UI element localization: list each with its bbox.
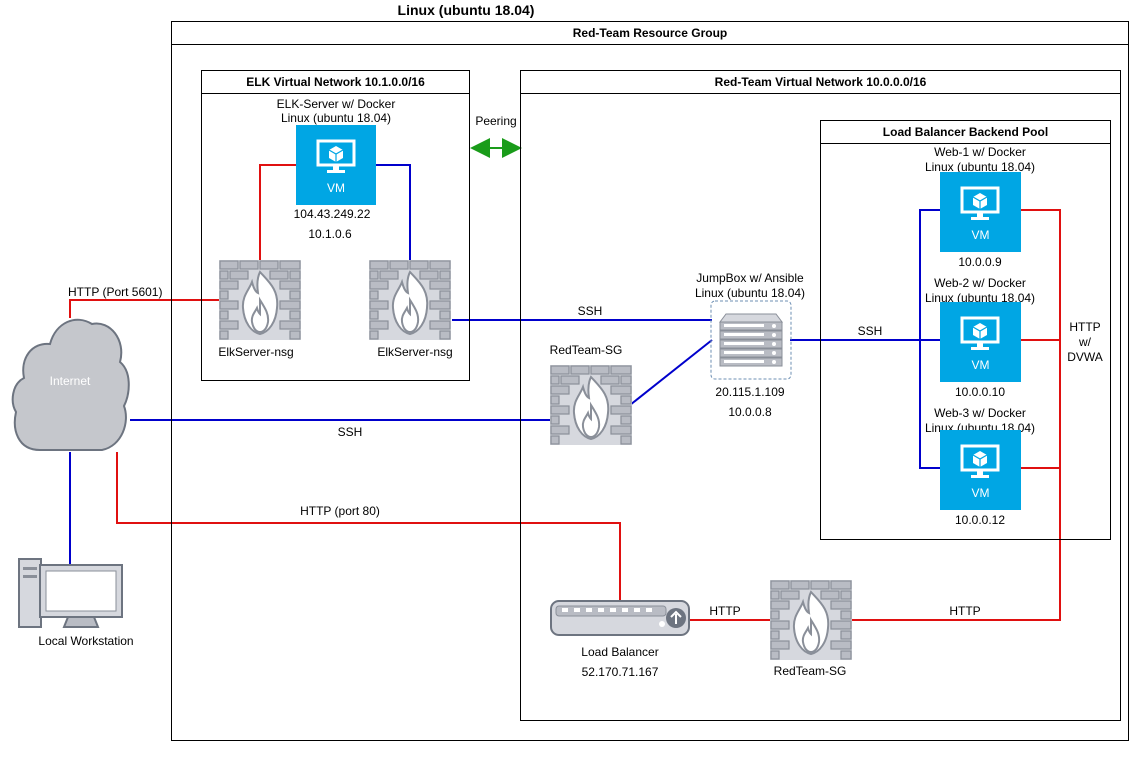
sg-jumpbox-line [629,339,713,406]
monitor-icon [316,139,356,173]
jumpbox-private-ip: 10.0.0.8 [728,405,772,419]
jumpbox-public-ip: 20.115.1.109 [715,385,785,399]
elk-server-os: Linux (ubuntu 18.04) [280,111,392,125]
elk-network-title: ELK Virtual Network 10.1.0.0/16 [202,71,469,94]
elk-vm-blue-line [376,164,411,262]
internet-cloud-icon[interactable] [10,312,130,452]
web2-name: Web-2 w/ Docker [934,276,1026,290]
redteam-network-title: Red-Team Virtual Network 10.0.0.0/16 [521,71,1120,94]
ssh-internet-label: SSH [337,425,363,439]
peering-label: Peering [475,114,517,128]
diagram-title: Linux (ubuntu 18.04) [397,2,535,18]
http-dvwa-label-2: w/ [1079,335,1091,349]
http-5601-label: HTTP (Port 5601) [68,285,163,299]
internet-label: Internet [49,374,91,388]
backend-pool-box: Load Balancer Backend Pool [820,120,1111,540]
backend-pool-title: Load Balancer Backend Pool [821,121,1110,144]
web2-vm-label: VM [971,358,990,372]
web3-ip: 10.0.0.12 [954,513,1006,527]
web3-vm[interactable]: VM [940,430,1021,510]
web1-name: Web-1 w/ Docker [934,145,1026,159]
resource-group-box: Red-Team Resource Group [171,21,1129,741]
elk-public-ip: 104.43.249.22 [293,207,371,221]
firewall-icon [219,260,301,340]
http-dvwa-label-3: DVWA [1067,350,1103,364]
web3-vm-label: VM [971,486,990,500]
firewall-icon [369,260,451,340]
elk-server-name: ELK-Server w/ Docker [276,97,396,111]
web1-vm[interactable]: VM [940,172,1021,252]
elk-vm[interactable]: VM [296,125,376,205]
elk-private-ip: 10.1.0.6 [308,227,352,241]
jumpbox-name: JumpBox w/ Ansible [696,271,804,285]
http-dvwa-label-1: HTTP [1069,320,1101,334]
ssh-backend-label: SSH [857,324,883,338]
load-balancer-ip: 52.170.71.167 [581,665,659,679]
web1-ip: 10.0.0.9 [958,255,1002,269]
http-sg-pool-line [850,209,1061,621]
web1-os: Linux (ubuntu 18.04) [924,160,1036,174]
server-icon[interactable] [710,300,792,380]
jumpbox-os: Linux (ubuntu 18.04) [694,286,806,300]
firewall-icon [550,365,632,445]
web2-ip: 10.0.0.10 [954,385,1006,399]
workstation-icon[interactable] [18,557,124,631]
workstation-label: Local Workstation [38,634,134,648]
firewall-icon [770,580,852,660]
monitor-icon [960,186,1000,220]
redteam-network-box: Red-Team Virtual Network 10.0.0.0/16 [520,70,1121,721]
redteam-sg-label: RedTeam-SG [549,343,623,357]
web2-os: Linux (ubuntu 18.04) [924,291,1036,305]
http-sg-pool-label: HTTP [949,604,981,618]
resource-group-title: Red-Team Resource Group [172,22,1128,45]
http-lb-sg-label: HTTP [709,604,741,618]
elk-nsg-left-label: ElkServer-nsg [218,345,294,359]
web3-name: Web-3 w/ Docker [934,406,1026,420]
load-balancer-icon[interactable] [550,600,690,638]
monitor-icon [960,316,1000,350]
redteam-sg-bottom-label: RedTeam-SG [773,664,847,678]
web1-vm-label: VM [971,228,990,242]
elk-nsg-right-label: ElkServer-nsg [377,345,453,359]
web2-vm[interactable]: VM [940,302,1021,382]
elk-vm-label: VM [327,181,345,195]
http-5601-line [69,299,220,318]
http-80-label: HTTP (port 80) [300,504,380,518]
http-80-line [116,452,621,600]
load-balancer-label: Load Balancer [581,645,659,659]
ssh-elk-label: SSH [577,304,603,318]
elk-network-box: ELK Virtual Network 10.1.0.0/16 [201,70,470,381]
elk-vm-red-line [259,164,297,262]
monitor-icon [960,444,1000,478]
ssh-web1-line [919,209,940,469]
